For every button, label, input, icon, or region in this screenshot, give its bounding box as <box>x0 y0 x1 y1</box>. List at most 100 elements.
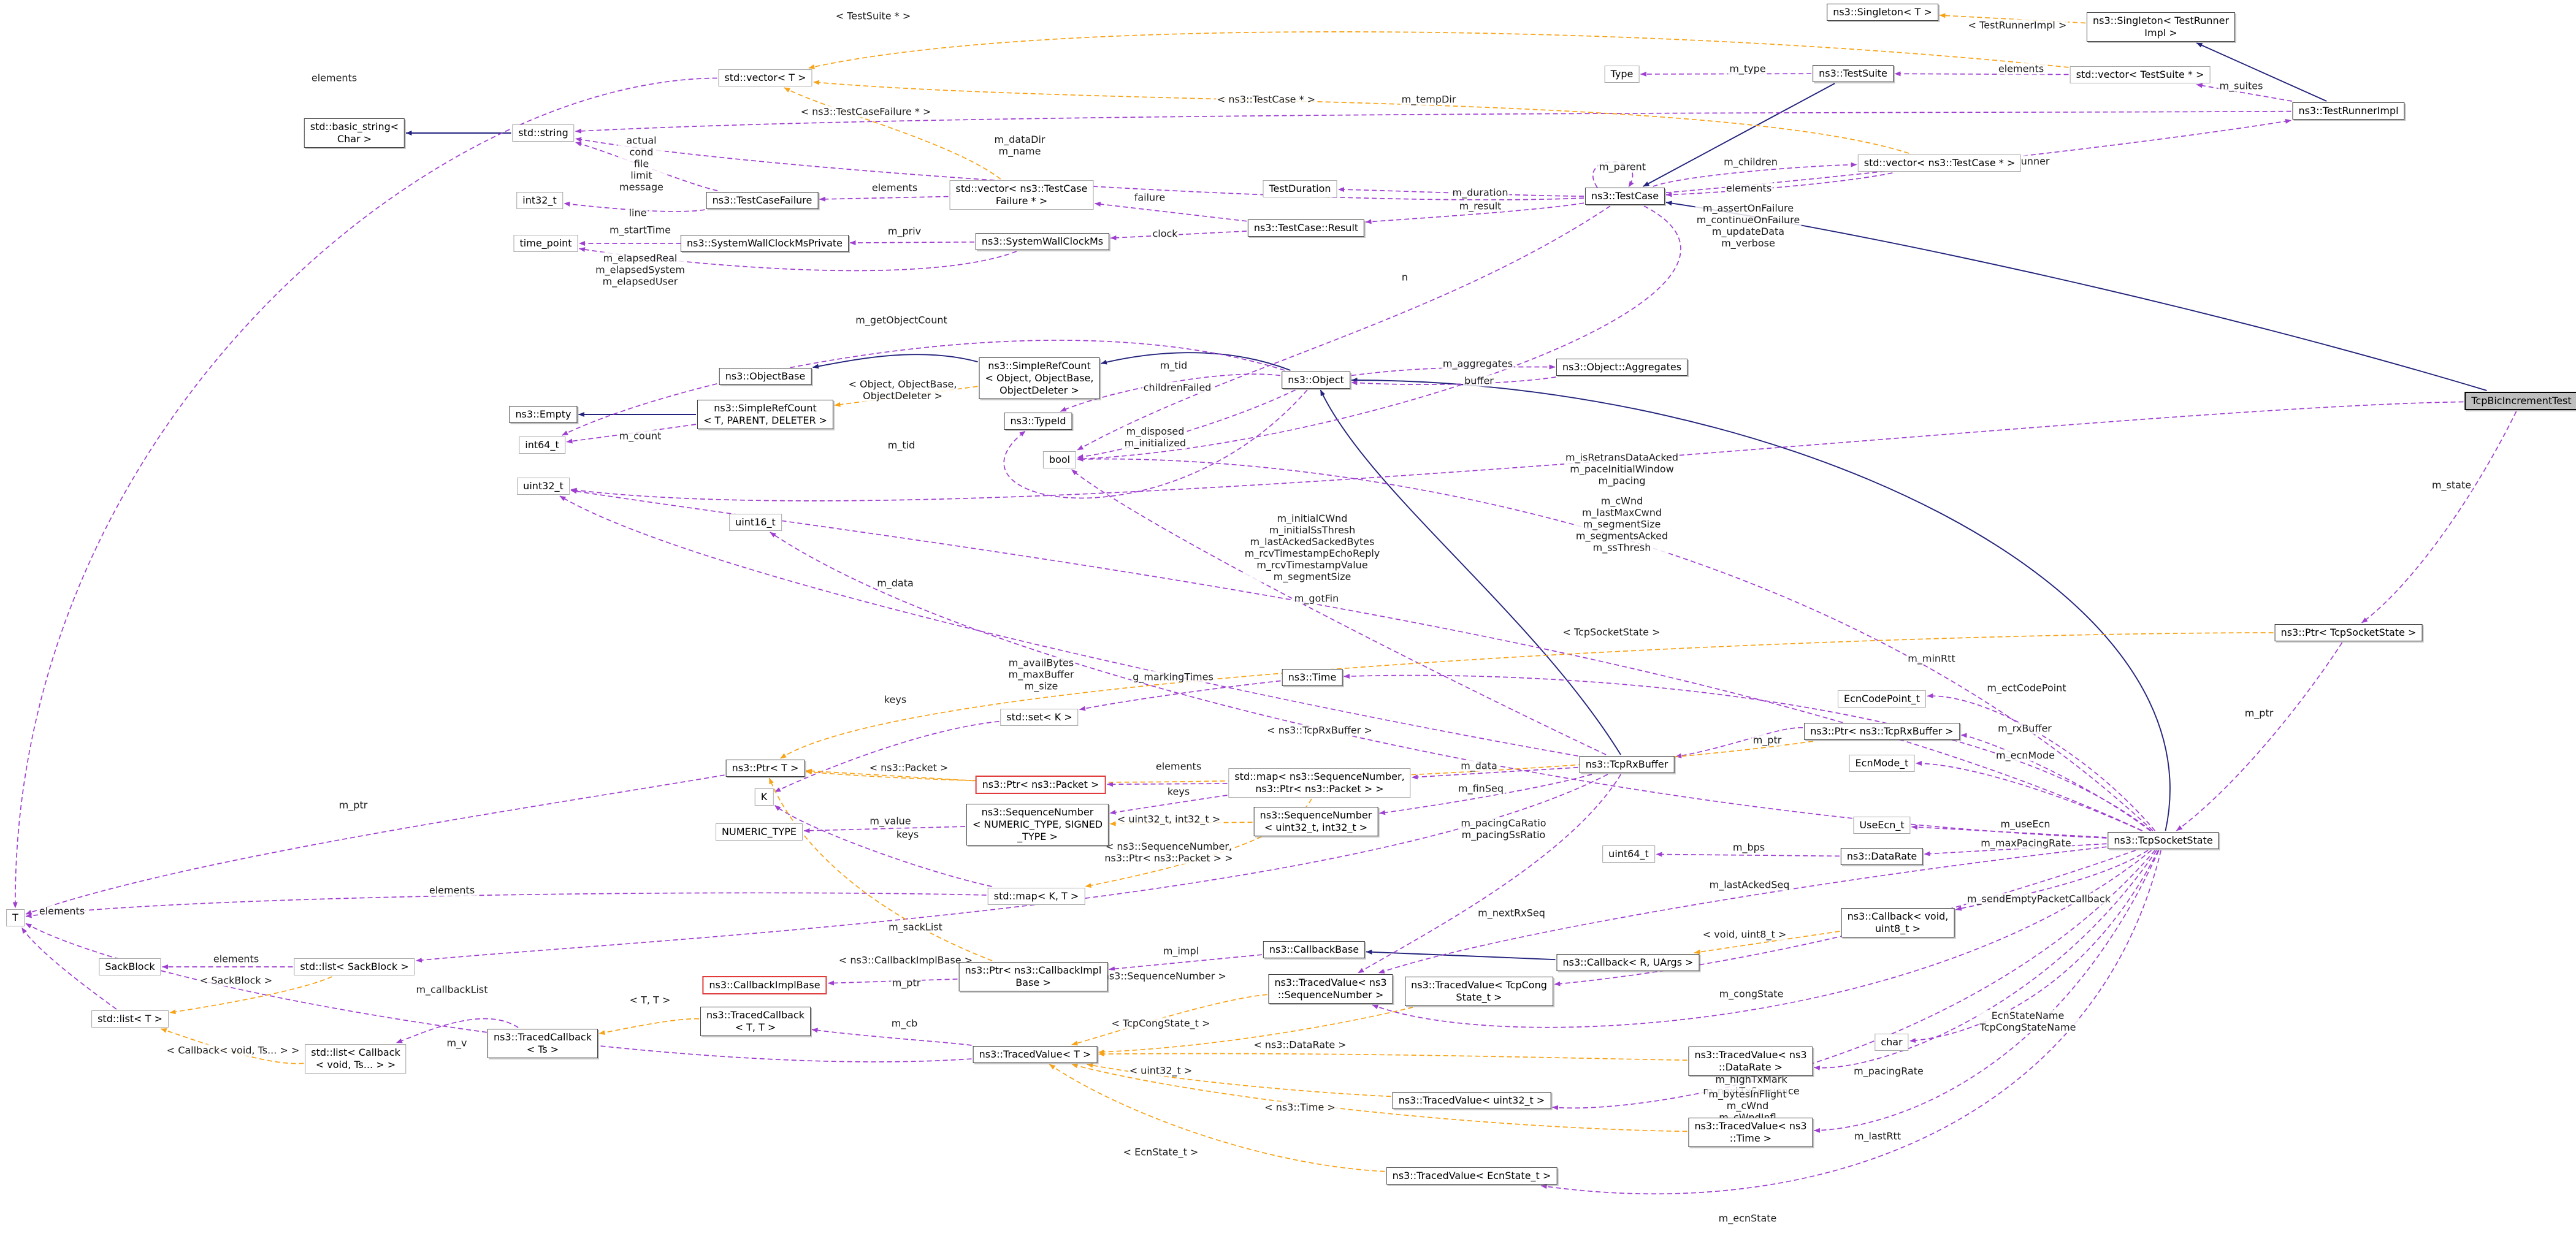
node-tvU32[interactable]: ns3::TracedValue< uint32_t > <box>1392 1092 1551 1109</box>
node-timePoint: time_point <box>513 235 578 252</box>
node-testCase[interactable]: ns3::TestCase <box>1584 188 1665 205</box>
edge-label-seqNum32-seqNumGeneric: < uint32_t, int32_t > <box>1115 813 1222 825</box>
edge-label-tss-tvCong: m_congState <box>1718 988 1785 1000</box>
edge-tvTime-tvT <box>1071 1063 1687 1132</box>
node-object[interactable]: ns3::Object <box>1282 372 1350 389</box>
edge-vectorT-T <box>12 77 717 909</box>
edge-tcpBic-uint32 <box>570 401 2464 502</box>
edge-label-sysWall-timePoint: m_elapsedReal m_elapsedSystem m_elapsedU… <box>594 252 686 288</box>
node-srcTPD[interactable]: ns3::SimpleRefCount < T, PARENT, DELETER… <box>697 400 834 429</box>
node-dataRate[interactable]: ns3::DataRate <box>1840 848 1924 865</box>
node-time[interactable]: ns3::Time <box>1282 669 1343 686</box>
edge-label-tss-uint16: m_pacingCaRatio m_pacingSsRatio <box>1459 817 1548 841</box>
node-tvTime[interactable]: ns3::TracedValue< ns3 ::Time > <box>1688 1118 1813 1147</box>
edge-label-tss-tvDataRate: m_pacingRate <box>1852 1065 1925 1077</box>
edge-label-listT-T: elements <box>37 905 86 917</box>
node-aggregates[interactable]: ns3::Object::Aggregates <box>1556 359 1688 376</box>
node-singletonTRI[interactable]: ns3::Singleton< TestRunner Impl > <box>2086 12 2236 42</box>
edge-label-vecTS-vectorT: < TestSuite * > <box>834 10 912 22</box>
edge-tss-tvDataRate <box>1814 850 2157 1070</box>
edge-label-tvT-tracedCbTT: m_cb <box>890 1017 919 1029</box>
node-typeId[interactable]: ns3::TypeId <box>1004 413 1072 430</box>
edge-label-listSack-listT: < SackBlock > <box>198 974 274 986</box>
node-ecnCodePoint: EcnCodePoint_t <box>1837 690 1927 708</box>
edge-tcpRxBuffer-boolBox <box>1071 469 1607 755</box>
node-tss[interactable]: ns3::TcpSocketState <box>2108 832 2219 849</box>
edge-label-tcResult-sysWall: clock <box>1151 227 1179 240</box>
node-tcpRxBuffer[interactable]: ns3::TcpRxBuffer <box>1579 756 1675 773</box>
edge-testCase-testCase <box>1592 161 1634 188</box>
edge-label-mapKT-K: keys <box>895 828 920 841</box>
node-cbImplBase[interactable]: ns3::CallbackImplBase <box>702 976 827 994</box>
edge-vecTC-vectorT <box>813 80 1909 154</box>
edge-label-vecTCF-vectorT: < ns3::TestCaseFailure * > <box>799 105 933 118</box>
node-tcpBic[interactable]: TcpBicIncrementTest <box>2464 392 2576 410</box>
node-listT: std::list< T > <box>91 1010 169 1028</box>
node-tracedCbTT[interactable]: ns3::TracedCallback < T, T > <box>700 1007 811 1036</box>
edge-tcpRxBuffer-listSack <box>416 774 1608 963</box>
edge-tvU32-tvT <box>1087 1062 1391 1097</box>
node-int32: int32_t <box>516 192 563 209</box>
node-srcObject[interactable]: ns3::SimpleRefCount < Object, ObjectBase… <box>979 357 1100 399</box>
edge-label-tss-ecnCodePoint: m_ectCodePoint <box>1986 682 2068 694</box>
edge-label-time-setK: g_markingTimes <box>1131 671 1215 683</box>
node-seqNum32[interactable]: ns3::SequenceNumber < uint32_t, int32_t … <box>1253 807 1378 836</box>
edge-tss-object <box>1351 378 2171 831</box>
edge-label-tss-tvEcn: m_ecnState <box>1717 1212 1778 1224</box>
node-empty[interactable]: ns3::Empty <box>509 406 578 423</box>
edge-label-testCase-testCase: m_parent <box>1597 161 1648 173</box>
node-singletonT[interactable]: ns3::Singleton< T > <box>1827 4 1938 21</box>
edge-tss-ptrRxBuf <box>1960 733 2151 831</box>
node-ptrPacket[interactable]: ns3::Ptr< ns3::Packet > <box>975 776 1106 794</box>
node-ptrCbImpl[interactable]: ns3::Ptr< ns3::CallbackImpl Base > <box>958 962 1108 991</box>
edge-label-tcResult-vecTCF: failure <box>1133 191 1167 204</box>
node-cbVoidU8[interactable]: ns3::Callback< void, uint8_t > <box>1841 908 1955 937</box>
node-tvEcn[interactable]: ns3::TracedValue< EcnState_t > <box>1386 1167 1557 1184</box>
edge-label-tss-tvSeq: m_lastAckedSeq <box>1708 879 1791 891</box>
edge-callbackBase-ptrCbImpl <box>1109 954 1263 972</box>
node-testCaseFailure[interactable]: ns3::TestCaseFailure <box>706 192 819 209</box>
node-mapKT: std::map< K, T > <box>987 888 1085 905</box>
edge-vecTS-vectorT <box>808 31 2069 69</box>
edge-srcTPD-int64 <box>566 424 697 444</box>
node-ptrTss[interactable]: ns3::Ptr< TcpSocketState > <box>2274 624 2423 641</box>
edge-tss-tvU32 <box>1552 850 2155 1110</box>
node-tracedCbTs[interactable]: ns3::TracedCallback < Ts > <box>487 1029 598 1058</box>
node-testSuite[interactable]: ns3::TestSuite <box>1813 65 1894 82</box>
edge-testRunnerImpl-singletonTRI <box>2196 42 2327 102</box>
node-listSack: std::list< SackBlock > <box>294 958 415 975</box>
edge-label-vecTCF-testCaseFailure: elements <box>870 181 919 194</box>
node-uint32: uint32_t <box>517 478 570 495</box>
node-seqNumGeneric[interactable]: ns3::SequenceNumber < NUMERIC_TYPE, SIGN… <box>966 804 1109 845</box>
node-tvSeq[interactable]: ns3::TracedValue< ns3 ::SequenceNumber > <box>1268 974 1393 1004</box>
edge-ptrT-T <box>25 774 725 915</box>
edge-tcpRxBuffer-seqNum32 <box>1379 774 1592 815</box>
node-cbRUArgs[interactable]: ns3::Callback< R, UArgs > <box>1556 954 1700 971</box>
node-callbackBase[interactable]: ns3::CallbackBase <box>1263 941 1366 958</box>
edge-label-tss-boolBox: m_isRetransDataAcked m_paceInitialWindow… <box>1564 451 1680 487</box>
edge-label-aggregates-object: buffer <box>1463 375 1495 387</box>
edge-label-setK-K: keys <box>882 693 908 706</box>
node-basicString[interactable]: std::basic_string< Char > <box>304 118 405 148</box>
edge-label-testCaseFailure-string: actual cond file limit message <box>618 134 665 193</box>
node-ptrT[interactable]: ns3::Ptr< T > <box>725 760 805 777</box>
edge-label-tss-ptrRxBuf: m_rxBuffer <box>1997 722 2053 734</box>
edge-label-vecTC-testCase: elements <box>1724 182 1773 194</box>
edge-label-seqNumGeneric-numericType: m_value <box>868 815 912 827</box>
node-tvT[interactable]: ns3::TracedValue< T > <box>973 1046 1098 1063</box>
node-sysPriv[interactable]: ns3::SystemWallClockMsPrivate <box>681 235 849 252</box>
edge-label-ptrT-T: m_ptr <box>337 799 369 811</box>
node-tcResult[interactable]: ns3::TestCase::Result <box>1247 219 1365 237</box>
edge-label-testCase-boolBox: childrenFailed <box>1142 381 1213 394</box>
node-sackBlock: SackBlock <box>99 958 161 975</box>
node-ptrRxBuf[interactable]: ns3::Ptr< ns3::TcpRxBuffer > <box>1804 723 1960 740</box>
node-testRunnerImpl[interactable]: ns3::TestRunnerImpl <box>2292 102 2405 120</box>
node-tvDataRate[interactable]: ns3::TracedValue< ns3 ::DataRate > <box>1688 1047 1813 1076</box>
node-objectBase[interactable]: ns3::ObjectBase <box>719 368 812 385</box>
edge-label-ptrTss-ptrT: < TcpSocketState > <box>1561 626 1662 638</box>
edge-tss-boolBox <box>1077 456 2154 831</box>
node-tvCong[interactable]: ns3::TracedValue< TcpCong State_t > <box>1405 977 1553 1006</box>
node-sysWall[interactable]: ns3::SystemWallClockMs <box>975 233 1110 250</box>
node-vecTS: std::vector< TestSuite * > <box>2070 66 2211 83</box>
